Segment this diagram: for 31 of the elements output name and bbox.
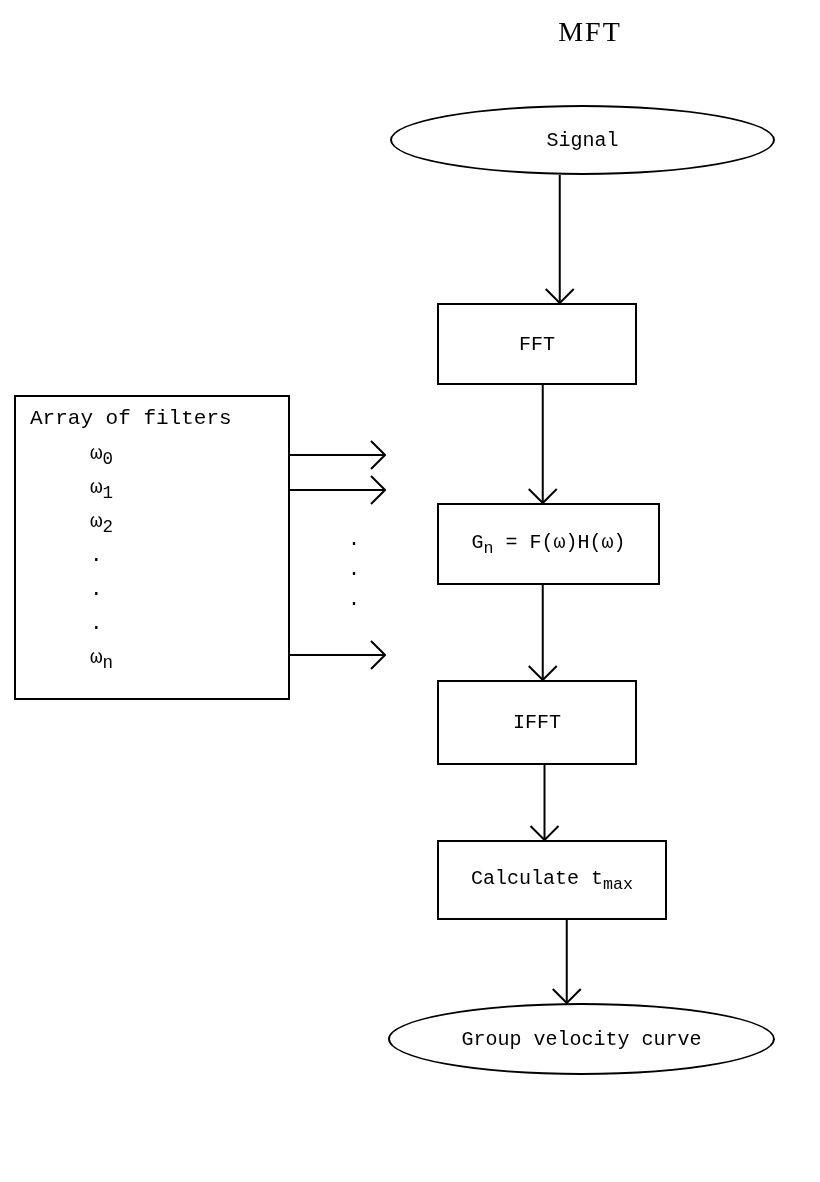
- node-label: Signal: [546, 128, 619, 152]
- arrow: [529, 764, 560, 841]
- node-label: G$_{n}$ = F(ω)H(ω): [471, 530, 626, 558]
- filter-list-box: [14, 395, 290, 700]
- box-heading: Array of filters: [30, 406, 232, 432]
- filter-frequency-label: .: [90, 611, 103, 637]
- process-box: [437, 503, 660, 585]
- arrow: [289, 640, 386, 670]
- arrow: [527, 384, 558, 504]
- filter-frequency-label: ω$_{n}$: [90, 645, 114, 675]
- filter-frequency-label: .: [90, 577, 103, 603]
- filter-frequency-label: ω$_{2}$: [90, 509, 114, 539]
- arrow: [527, 584, 558, 681]
- arrow: [289, 475, 386, 505]
- filter-frequency-label: ω$_{1}$: [90, 475, 114, 505]
- node-label: Group velocity curve: [461, 1027, 702, 1051]
- node-label: IFFT: [513, 711, 561, 734]
- process-box: [437, 840, 667, 920]
- ellipsis-dot: .: [348, 530, 360, 550]
- ellipsis-dot: .: [348, 560, 360, 580]
- arrow: [289, 440, 386, 470]
- filter-frequency-label: .: [90, 543, 103, 569]
- node-label: Calculate t$_{max}$: [471, 866, 633, 894]
- diagram-title: MFT: [557, 16, 623, 48]
- arrow: [544, 174, 575, 304]
- process-box: [437, 303, 637, 385]
- ellipsis-dot: .: [348, 590, 360, 610]
- node-label: FFT: [519, 332, 555, 356]
- filter-frequency-label: ω$_{0}$: [90, 441, 114, 471]
- process-box: [437, 680, 637, 765]
- arrow: [551, 919, 582, 1004]
